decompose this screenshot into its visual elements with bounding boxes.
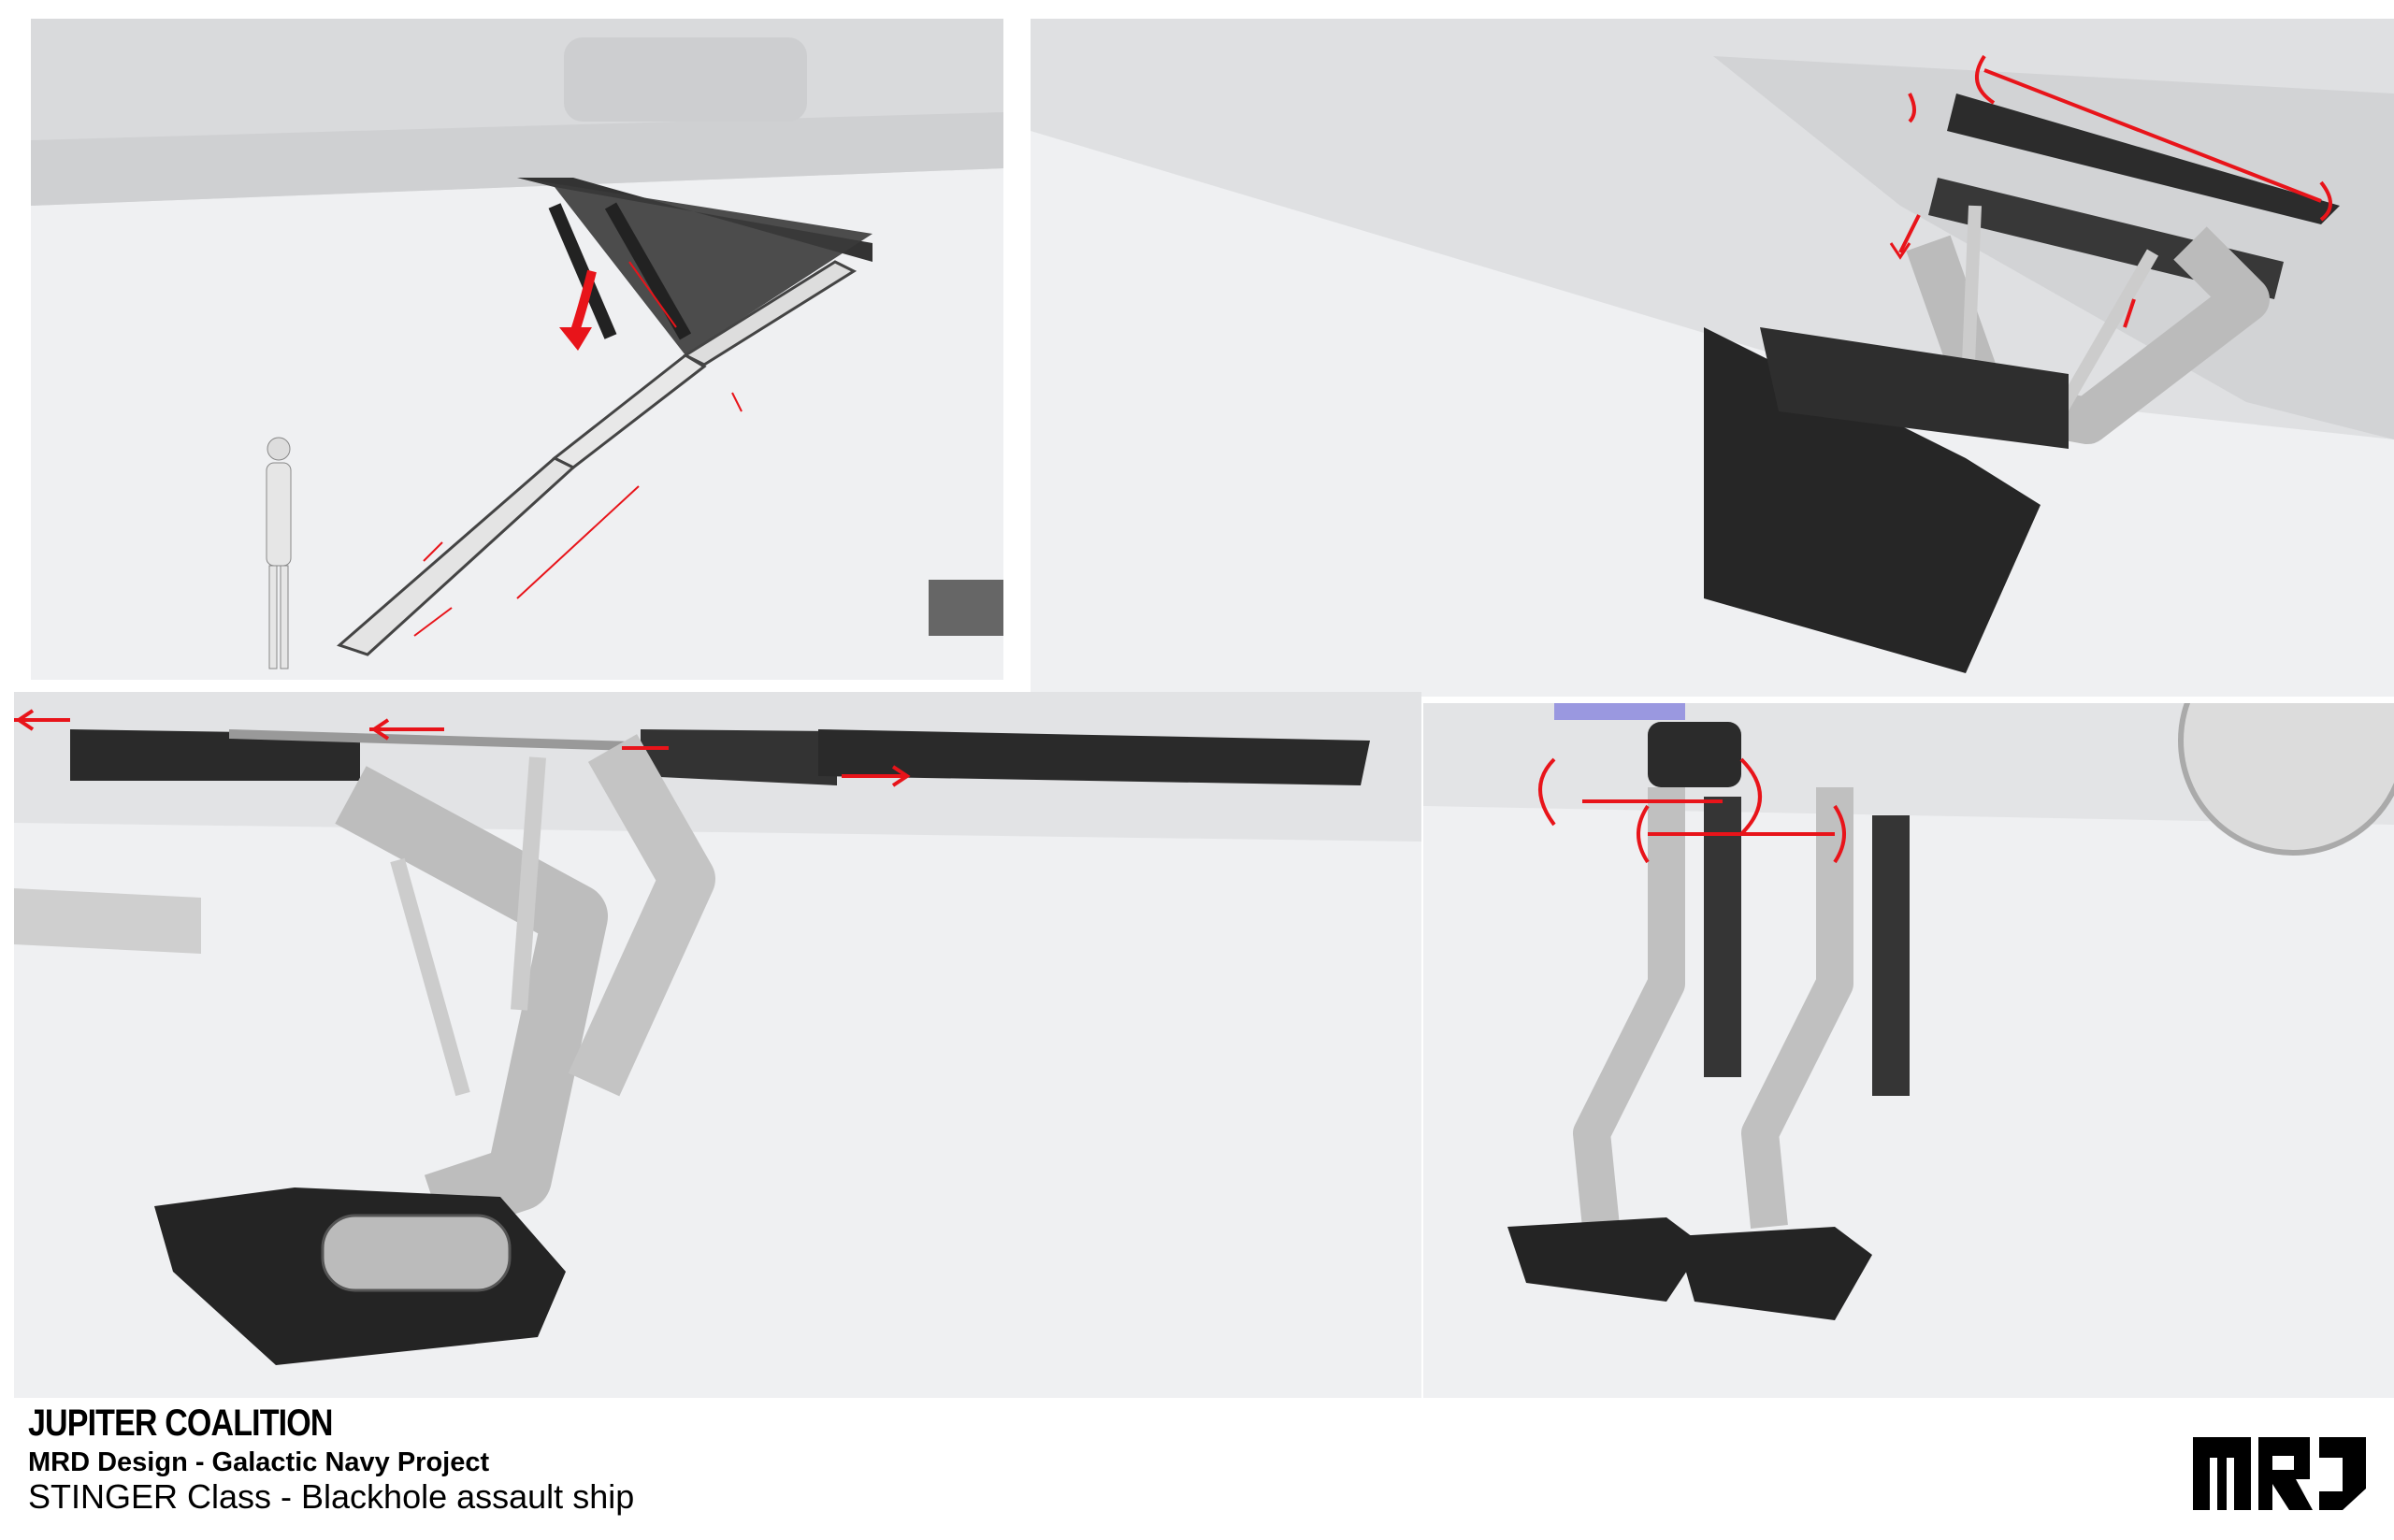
gear-hinge-illustration (1031, 19, 2394, 673)
org-title: JUPITER COALITION (28, 1403, 333, 1444)
dual-gear-front-view (1423, 703, 2394, 1398)
ramp-deployment-view (31, 19, 1003, 680)
gear-closeup-view (14, 692, 1421, 1398)
ship-class-title: STINGER Class - Blackhole assault ship (28, 1477, 635, 1516)
studio-subtitle: MRD Design - Galactic Navy Project (28, 1447, 490, 1477)
person-scale-figure (266, 437, 292, 669)
gear-closeup-illustration (14, 692, 1421, 1365)
ramp-illustration (31, 19, 1003, 669)
gear-hinge-view (1031, 19, 2394, 697)
mrj-logo (2193, 1437, 2366, 1510)
dual-gear-illustration (1423, 703, 2394, 1320)
